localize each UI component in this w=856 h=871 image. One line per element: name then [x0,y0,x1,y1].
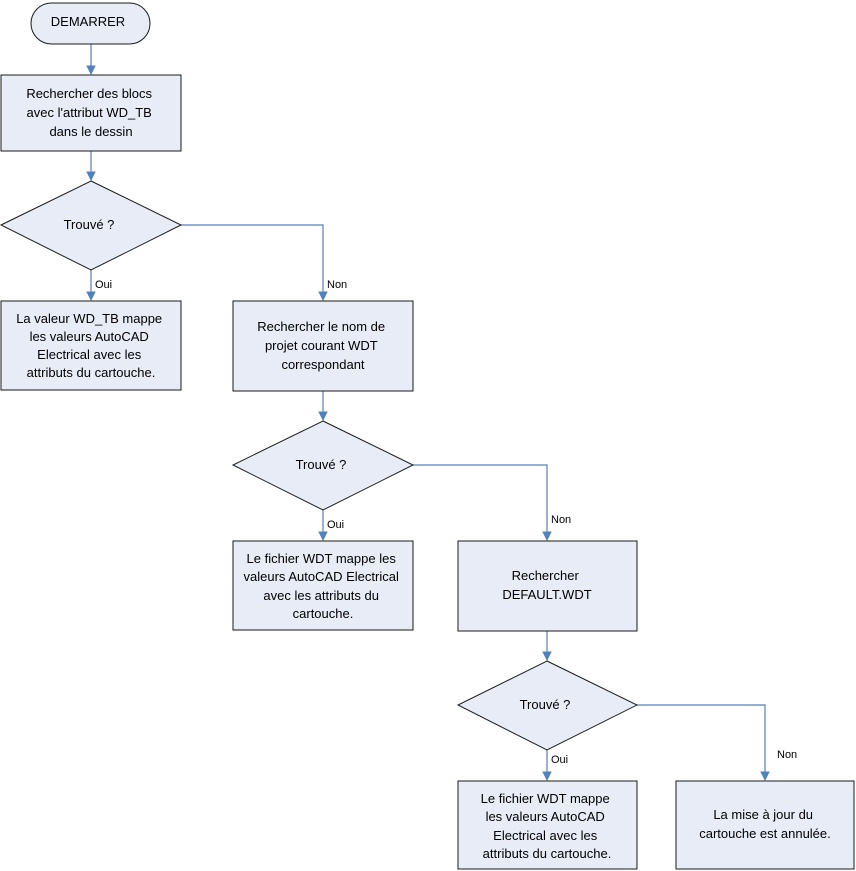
process-search-project-wdt: Rechercher le nom de projet courant WDT … [232,300,414,392]
label-decision-3-yes: Oui [551,754,568,766]
label-decision-2-yes: Oui [327,519,344,531]
edge-decision-1-no [181,224,328,301]
decision-1-label: Trouvé ? [64,217,115,232]
process-search-default-wdt: Rechercher DEFAULT.WDT [457,540,638,632]
search-default-wdt-label: Rechercher DEFAULT.WDT [502,568,591,602]
edge-decision-2-no [413,464,552,541]
search-project-wdt-label: Rechercher le nom de projet courant WDT … [257,319,389,372]
wdt-file-maps-1-label: Le fichier WDT mappe les valeurs AutoCAD… [244,551,403,621]
edge-labels: Oui Non Oui Non Oui Non [95,279,797,766]
label-decision-3-no: Non [777,749,797,761]
edge-decision-3-no [637,704,770,781]
process-search-blocks: Rechercher des blocs avec l'attribut WD_… [0,74,182,152]
search-blocks-label: Rechercher des blocs avec l'attribut WD_… [26,86,155,139]
wd-tb-maps-label: La valeur WD_TB mappe les valeurs AutoCA… [16,311,166,380]
process-wdt-file-maps-2: Le fichier WDT mappe les valeurs AutoCAD… [457,780,638,870]
process-wd-tb-maps: La valeur WD_TB mappe les valeurs AutoCA… [0,300,182,391]
label-decision-1-no: Non [327,279,347,291]
decision-2: Trouvé ? [231,420,415,511]
decision-1: Trouvé ? [0,180,183,271]
wdt-file-maps-2-label: Le fichier WDT mappe les valeurs AutoCAD… [481,791,614,861]
decision-2-label: Trouvé ? [296,457,347,472]
decision-3: Trouvé ? [456,660,639,751]
start-label: DEMARRER [51,14,125,29]
decision-3-label: Trouvé ? [520,697,571,712]
process-wdt-file-maps-1: Le fichier WDT mappe les valeurs AutoCAD… [232,540,414,631]
process-update-cancelled: La mise à jour du cartouche est annulée. [675,780,855,870]
update-cancelled-label: La mise à jour du cartouche est annulée. [699,807,831,841]
connectors [86,44,770,781]
label-decision-1-yes: Oui [95,279,112,291]
label-decision-2-no: Non [551,514,571,526]
start-terminator: DEMARRER [30,2,151,45]
